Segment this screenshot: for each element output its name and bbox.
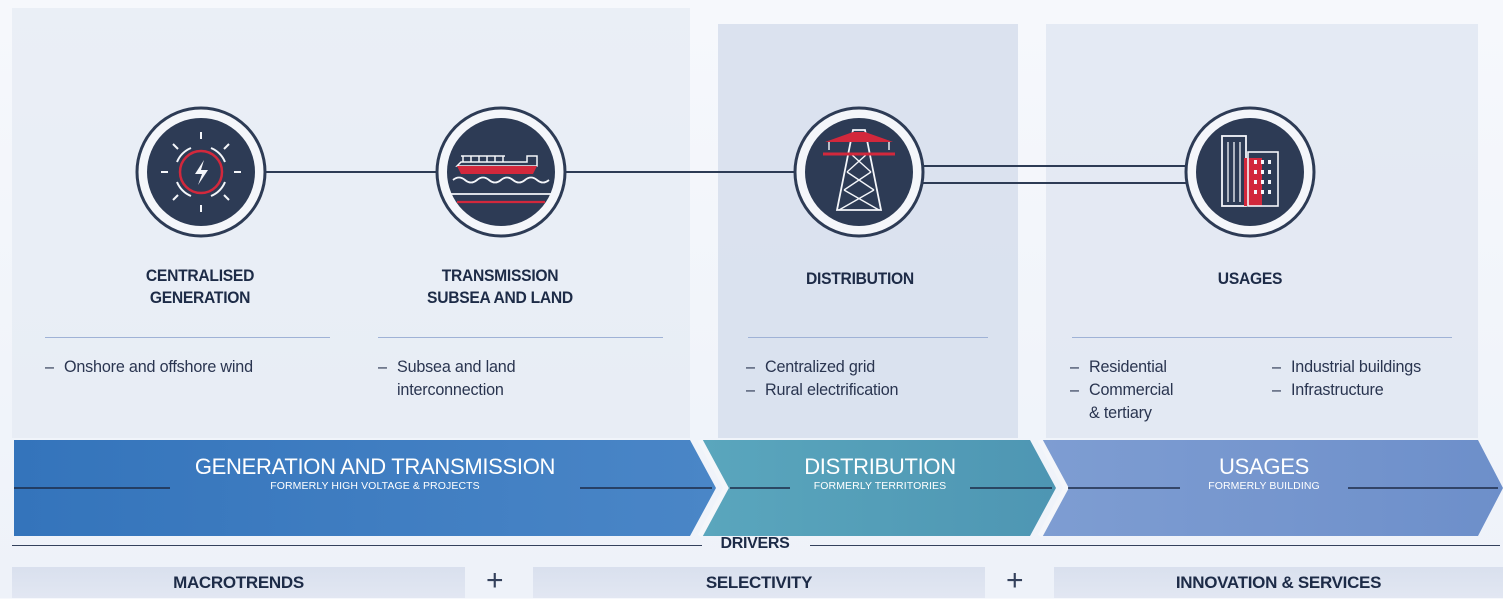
buildings-icon	[1184, 106, 1316, 238]
power-pylon-icon	[793, 106, 925, 238]
plus-icon: +	[486, 564, 504, 597]
band-label-generation-transmission: GENERATION AND TRANSMISSION FORMERLY HIG…	[194, 454, 556, 492]
lightning-bolt-icon	[135, 106, 267, 238]
driver-innovation-services: INNOVATION & SERVICES	[1054, 567, 1503, 598]
stage-divider	[45, 337, 330, 338]
stage-bullets-distribution: –Centralized grid –Rural electrification	[746, 357, 899, 399]
drivers-rule-right	[810, 545, 1500, 546]
stage-divider	[378, 337, 663, 338]
stage-bullets-usages-right: –Industrial buildings –Infrastructure	[1272, 357, 1421, 399]
stage-bullets-generation: –Onshore and offshore wind	[45, 357, 253, 376]
stage-title-usages: USAGES	[1217, 269, 1283, 288]
band-label-distribution: DISTRIBUTION FORMERLY TERRITORIES	[804, 454, 956, 492]
band-label-usages: USAGES FORMERLY BUILDING	[1208, 454, 1320, 492]
stage-divider	[748, 337, 988, 338]
band-generation-transmission	[14, 440, 716, 536]
drivers-title: DRIVERS	[720, 535, 790, 552]
stage-bullets-usages-left: –Residential –Commercial& tertiary	[1070, 357, 1174, 422]
driver-macrotrends: MACROTRENDS	[12, 567, 465, 598]
drivers-rule-left	[12, 545, 702, 546]
ship-icon	[435, 106, 567, 238]
band-usages	[1037, 438, 1503, 538]
plus-icon: +	[1006, 564, 1024, 597]
driver-selectivity: SELECTIVITY	[533, 567, 985, 598]
stage-title-distribution: DISTRIBUTION	[806, 269, 914, 288]
generation-transmission-panel	[12, 8, 690, 438]
stage-divider	[1072, 337, 1452, 338]
band-distribution	[697, 438, 1056, 538]
